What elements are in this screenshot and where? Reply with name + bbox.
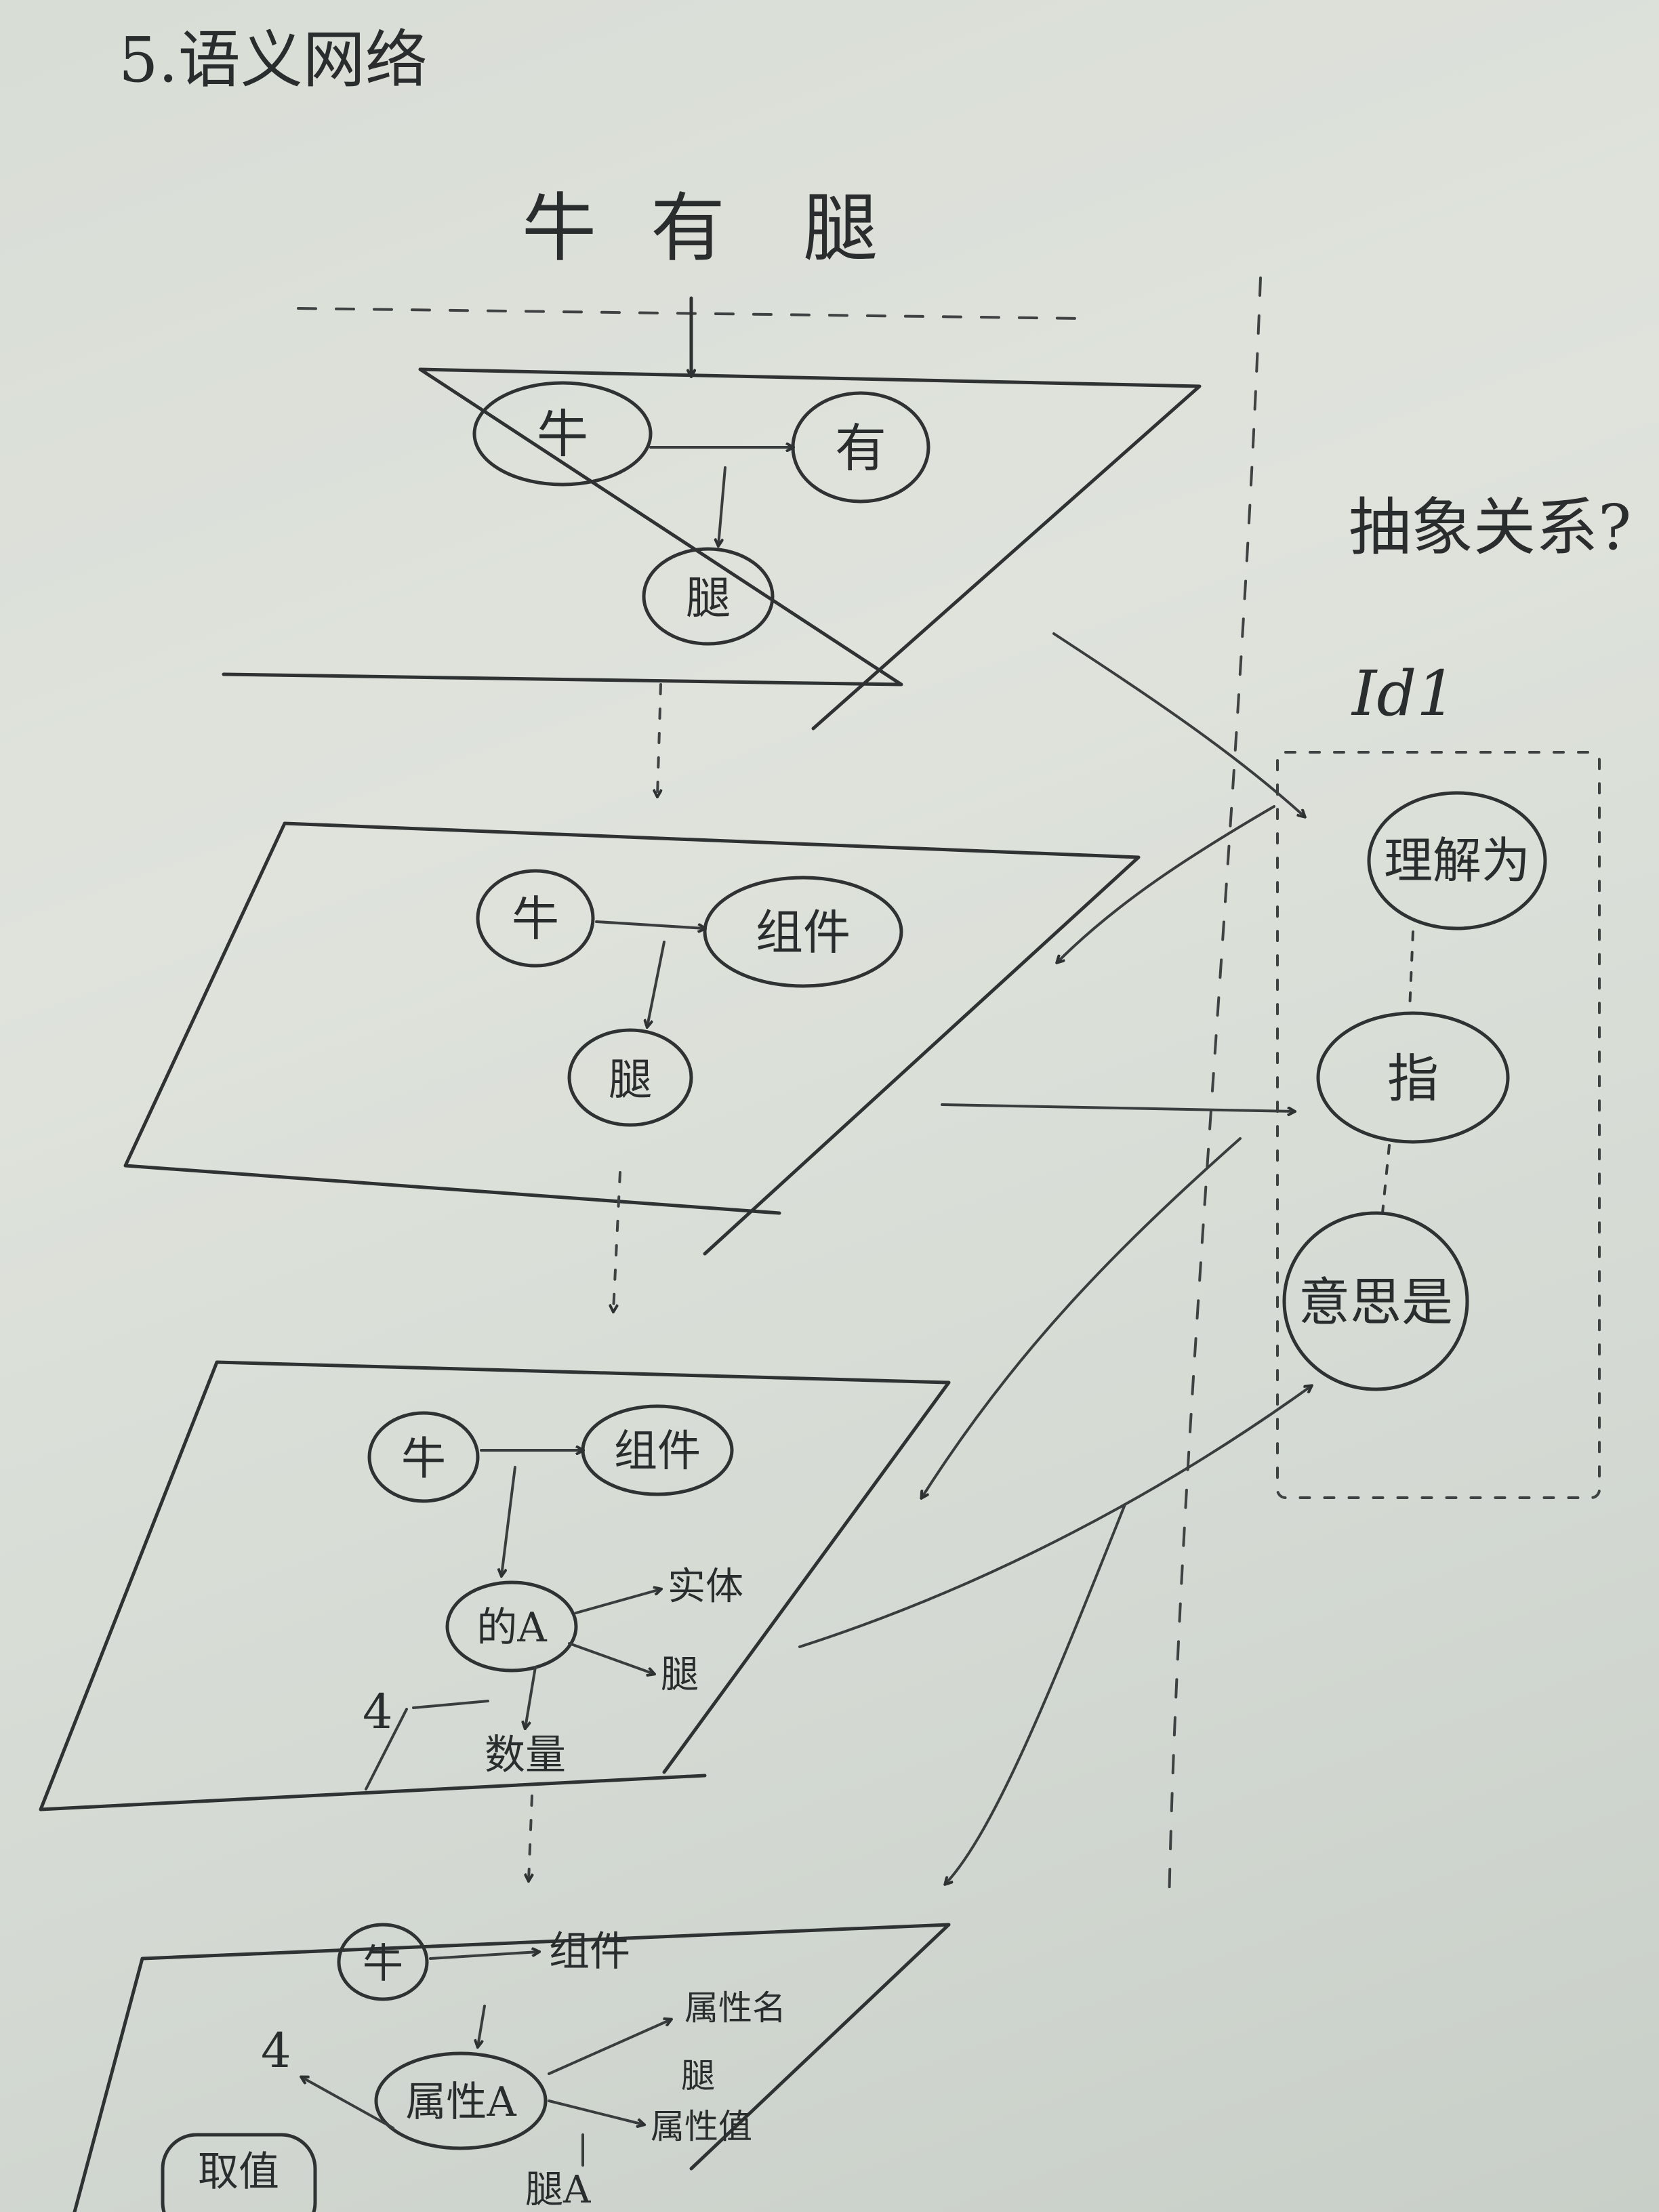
layer-4-node-4: 取值 [161,2133,317,2212]
layer-3: 牛 组件 的A 实体 腿 数量 4 [39,1360,951,1811]
svg-text:腿: 腿 [609,1055,652,1105]
layer-1-node-1: 牛 [472,381,653,487]
svg-text:组件: 组件 [756,905,851,960]
layer-4-leaf-3: 属性值 [651,2107,752,2146]
layer-3-leaf-4: 4 [363,1684,393,1740]
svg-text:有: 有 [835,418,886,478]
layer-3-leaf-1: 实体 [668,1565,743,1609]
page-title: 5.语义网络 [119,24,428,96]
svg-text:牛: 牛 [401,1433,446,1485]
layer-4-node-2: 组件 [549,1928,630,1975]
layer-1: 牛 有 腿 [222,367,1202,731]
layer-4-leaf-1: 属性名 [684,1988,786,2028]
layer-3-down-arrow [529,1795,532,1881]
svg-text:牛: 牛 [512,891,559,947]
svg-text:属性A: 属性A [405,2078,516,2126]
layer-4-node-1: 牛 [337,1923,429,2001]
svg-text:指: 指 [1387,1048,1439,1109]
svg-text:的A: 的A [476,1604,547,1652]
cross-links [798,632,1311,1884]
side-node-1: 理解为 [1367,791,1547,930]
layer-1-node-2: 有 [791,391,930,504]
layer-4-leaf-2: 腿 [681,2056,715,2095]
layer-4-leaf-4: 腿A [525,2168,591,2212]
side-label: Id1 [1351,657,1456,730]
layer-3-leaf-2: 腿 [661,1653,699,1697]
svg-text:意思是: 意思是 [1298,1272,1453,1332]
svg-text:腿: 腿 [686,572,731,624]
svg-text:组件: 组件 [614,1427,701,1477]
layer-2: 牛 组件 腿 [123,821,1141,1256]
layer-2-node-1: 牛 [476,869,595,968]
layer-4: 牛 组件 属性A 属性名 腿 属性值 腿A 4 取值 [73,1923,951,2212]
svg-text:牛: 牛 [363,1940,403,1988]
layer-2-node-2: 组件 [703,876,903,988]
side-node-3: 意思是 [1282,1211,1469,1391]
top-word-2: 有 [651,185,725,272]
layer-3-node-1: 牛 [367,1411,480,1503]
layer-3-node-3: 的A [445,1580,578,1673]
layer-3-node-2: 组件 [581,1404,734,1496]
layer-3-leaf-3: 数量 [485,1732,566,1779]
layer-4-leaf-5: 4 [261,2023,291,2078]
side-node-2: 指 [1316,1011,1510,1144]
top-word-1: 牛 [522,185,596,272]
side-heading: 抽象关系? [1349,491,1631,564]
svg-text:取值: 取值 [198,2148,279,2196]
layer-2-node-3: 腿 [567,1028,693,1127]
side-panel-box [1276,751,1601,1499]
top-word-3: 腿 [803,185,878,272]
svg-text:理解为: 理解为 [1384,832,1530,889]
layer-2-down-arrow [613,1171,621,1311]
layer-1-node-3: 腿 [642,547,775,646]
layer-1-down-arrow [657,683,661,796]
vertical-separator [1168,276,1262,1906]
layer-4-node-3: 属性A [374,2051,548,2150]
top-words: 牛 有 腿 [522,185,878,272]
svg-text:牛: 牛 [537,404,588,464]
